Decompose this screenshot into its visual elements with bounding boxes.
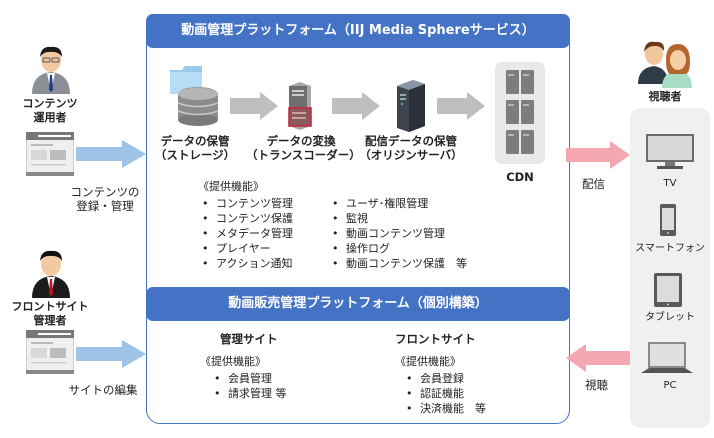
cdn-panel xyxy=(495,62,545,164)
feature-item: 操作ログ xyxy=(326,241,467,256)
feature-item: メタデータ管理 xyxy=(196,226,293,241)
database-folder-icon xyxy=(168,64,220,126)
laptop-icon xyxy=(641,341,693,375)
content-action-label: コンテンツの 登録・管理 xyxy=(70,185,140,213)
feature-item: 決済機能 等 xyxy=(400,401,486,416)
inbound-arrow-front xyxy=(76,340,146,368)
front-site-title: フロントサイト xyxy=(395,332,476,346)
content-operator-label: コンテンツ 運用者 xyxy=(22,97,78,124)
pipeline-arrow xyxy=(230,92,278,120)
feature-item: 会員登録 xyxy=(400,371,486,386)
server-tower-icon xyxy=(393,80,427,132)
pipeline-label-cdn: CDN xyxy=(506,170,534,184)
server-cluster-icon xyxy=(506,70,534,154)
platform-title-banner: 動画管理プラットフォーム（IIJ Media Sphereサービス） xyxy=(146,14,570,48)
device-label-pc: PC xyxy=(663,380,677,391)
pipeline-arrow xyxy=(332,92,380,120)
admin-site-title: 管理サイト xyxy=(220,332,278,346)
browser-window-icon xyxy=(25,131,75,177)
feature-item: 動画コンテンツ管理 xyxy=(326,226,467,241)
inbound-arrow-content xyxy=(76,140,146,168)
tablet-icon xyxy=(653,272,683,308)
pipeline-arrow xyxy=(437,92,485,120)
pipeline-label-storage: データの保管（ストレージ） xyxy=(154,134,236,162)
front-site-features: 会員登録 認証機能 決済機能 等 xyxy=(400,371,486,416)
feature-item: 動画コンテンツ保護 等 xyxy=(326,256,467,271)
delivery-label: 配信 xyxy=(582,177,605,191)
device-label-smartphone: スマートフォン xyxy=(635,243,705,254)
front-site-heading: 《提供機能》 xyxy=(395,355,461,368)
businessman-icon xyxy=(28,42,74,94)
feature-item: 監視 xyxy=(326,211,467,226)
browser-window-icon xyxy=(25,329,75,375)
admin-site-heading: 《提供機能》 xyxy=(200,355,266,368)
inbound-arrow-viewing xyxy=(566,344,630,372)
admin-site-features: 会員管理 請求管理 等 xyxy=(208,371,287,401)
smartphone-icon xyxy=(659,203,677,237)
feature-item: コンテンツ保護 xyxy=(196,211,293,226)
pipeline-label-transcoder: データの変換（トランスコーダー） xyxy=(246,134,361,162)
couple-icon xyxy=(636,38,694,88)
front-admin-label: フロントサイト 管理者 xyxy=(11,300,89,327)
feature-item: ユーザ･権限管理 xyxy=(326,196,467,211)
server-rack-icon xyxy=(285,82,315,130)
pipeline-label-origin: 配信データの保管（オリジンサーバ） xyxy=(359,134,463,162)
tv-icon xyxy=(645,133,695,171)
outbound-arrow-delivery xyxy=(566,141,630,169)
features-heading: 《提供機能》 xyxy=(198,180,264,193)
feature-item: アクション通知 xyxy=(196,256,293,271)
feature-item: 請求管理 等 xyxy=(208,386,287,401)
feature-item: コンテンツ管理 xyxy=(196,196,293,211)
feature-item: 認証機能 xyxy=(400,386,486,401)
front-action-label: サイトの編集 xyxy=(68,383,138,397)
businessman-red-tie-icon xyxy=(28,248,74,298)
feature-item: 会員管理 xyxy=(208,371,287,386)
features-col2: ユーザ･権限管理 監視 動画コンテンツ管理 操作ログ 動画コンテンツ保護 等 xyxy=(326,196,467,271)
feature-item: プレイヤー xyxy=(196,241,293,256)
viewers-label: 視聴者 xyxy=(648,90,682,103)
device-label-tablet: タブレット xyxy=(645,312,695,323)
sales-platform-banner: 動画販売管理プラットフォーム（個別構築） xyxy=(146,287,570,321)
device-label-tv: TV xyxy=(663,178,677,189)
features-col1: コンテンツ管理 コンテンツ保護 メタデータ管理 プレイヤー アクション通知 xyxy=(196,196,293,271)
viewing-label: 視聴 xyxy=(585,378,608,392)
